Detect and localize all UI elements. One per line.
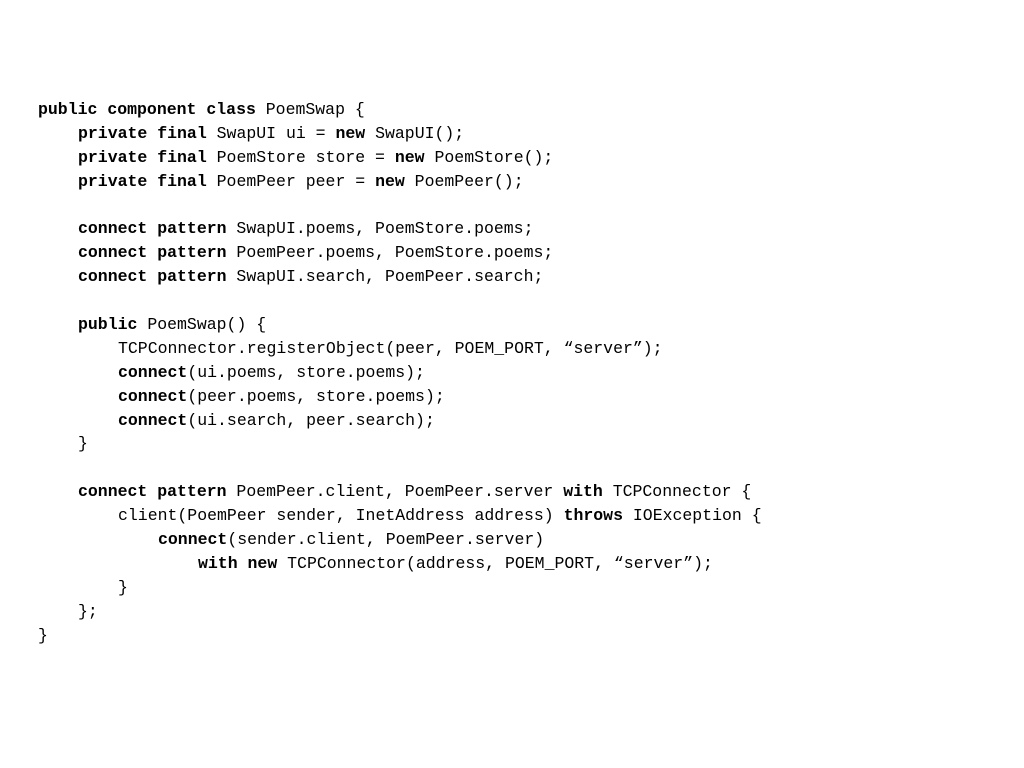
code-text: TCPConnector.registerObject(peer, POEM_P… bbox=[118, 338, 663, 358]
code-text bbox=[147, 172, 157, 191]
code-text bbox=[147, 482, 157, 501]
code-keyword: pattern bbox=[157, 219, 227, 239]
code-line: }; bbox=[38, 600, 762, 624]
code-keyword: connect bbox=[118, 362, 188, 382]
code-keyword: private bbox=[78, 123, 148, 143]
code-text: PoemSwap { bbox=[255, 100, 365, 119]
code-text: (ui.search, peer.search); bbox=[187, 410, 435, 430]
code-keyword: connect bbox=[78, 267, 148, 287]
code-text: PoemPeer.client, PoemPeer.server bbox=[226, 482, 564, 502]
code-keyword: connect bbox=[118, 410, 188, 430]
code-keyword: public bbox=[78, 315, 138, 335]
code-line: with new TCPConnector(address, POEM_PORT… bbox=[38, 552, 762, 576]
code-keyword: pattern bbox=[157, 482, 227, 502]
code-keyword: new bbox=[247, 553, 278, 573]
code-keyword: final bbox=[157, 123, 207, 143]
code-text bbox=[147, 148, 157, 167]
code-keyword: new bbox=[335, 123, 366, 143]
code-text: } bbox=[118, 577, 128, 597]
code-line: TCPConnector.registerObject(peer, POEM_P… bbox=[38, 337, 762, 361]
code-line bbox=[38, 289, 762, 313]
code-keyword: with bbox=[563, 482, 603, 502]
code-keyword: component bbox=[107, 100, 197, 119]
code-keyword: connect bbox=[158, 530, 228, 550]
code-listing: public component class PoemSwap {private… bbox=[38, 98, 762, 647]
code-text: SwapUI ui = bbox=[206, 123, 336, 143]
code-keyword: class bbox=[206, 100, 256, 119]
code-keyword: new bbox=[375, 171, 405, 191]
code-text: PoemStore(); bbox=[424, 147, 554, 167]
code-line: connect(sender.client, PoemPeer.server) bbox=[38, 528, 762, 552]
code-line: connect pattern PoemPeer.client, PoemPee… bbox=[38, 480, 762, 504]
code-text: PoemPeer(); bbox=[404, 171, 524, 191]
code-text: (ui.poems, store.poems); bbox=[187, 362, 425, 382]
code-keyword: throws bbox=[563, 506, 623, 526]
code-text bbox=[147, 124, 157, 143]
code-text: (peer.poems, store.poems); bbox=[187, 386, 445, 406]
code-text: } bbox=[38, 625, 48, 645]
code-line: private final PoemStore store = new Poem… bbox=[38, 146, 762, 170]
code-line: connect(peer.poems, store.poems); bbox=[38, 385, 762, 409]
code-text bbox=[147, 267, 157, 286]
code-line: connect pattern SwapUI.search, PoemPeer.… bbox=[38, 265, 762, 289]
code-keyword: private bbox=[78, 171, 148, 191]
code-text: }; bbox=[78, 601, 98, 621]
code-line: } bbox=[38, 624, 762, 648]
code-text: PoemSwap() { bbox=[137, 315, 267, 335]
code-line: private final SwapUI ui = new SwapUI(); bbox=[38, 122, 762, 146]
code-keyword: with bbox=[198, 553, 238, 573]
code-keyword: connect bbox=[118, 386, 188, 406]
code-text bbox=[147, 243, 157, 262]
code-keyword: final bbox=[157, 171, 207, 191]
code-text: IOException { bbox=[623, 506, 762, 526]
code-keyword: new bbox=[394, 147, 425, 167]
code-keyword: connect bbox=[78, 243, 148, 263]
code-keyword: final bbox=[157, 147, 207, 167]
code-keyword: connect bbox=[78, 219, 148, 239]
code-text bbox=[238, 554, 248, 573]
code-text: (sender.client, PoemPeer.server) bbox=[227, 530, 545, 550]
code-line bbox=[38, 456, 762, 480]
code-line: connect pattern SwapUI.poems, PoemStore.… bbox=[38, 217, 762, 241]
code-text: SwapUI.search, PoemPeer.search; bbox=[226, 267, 544, 287]
code-text: TCPConnector(address, POEM_PORT, “server… bbox=[277, 553, 713, 573]
code-text: SwapUI.poems, PoemStore.poems; bbox=[226, 219, 534, 239]
code-text: PoemStore store = bbox=[206, 147, 395, 167]
code-text: TCPConnector { bbox=[602, 482, 752, 502]
code-keyword: private bbox=[78, 147, 148, 167]
code-text bbox=[97, 100, 107, 119]
code-line bbox=[38, 194, 762, 218]
code-line: } bbox=[38, 576, 762, 600]
code-line: public PoemSwap() { bbox=[38, 313, 762, 337]
code-keyword: pattern bbox=[157, 267, 227, 287]
code-text: } bbox=[78, 434, 88, 454]
code-line: } bbox=[38, 432, 762, 456]
code-line: connect(ui.search, peer.search); bbox=[38, 409, 762, 433]
code-text bbox=[147, 219, 157, 238]
code-text: PoemPeer.poems, PoemStore.poems; bbox=[226, 243, 554, 263]
code-keyword: public bbox=[38, 100, 98, 119]
code-line: public component class PoemSwap { bbox=[38, 98, 762, 122]
code-line: connect(ui.poems, store.poems); bbox=[38, 361, 762, 385]
code-keyword: pattern bbox=[157, 243, 227, 263]
code-text: PoemPeer peer = bbox=[206, 171, 376, 191]
code-line: connect pattern PoemPeer.poems, PoemStor… bbox=[38, 241, 762, 265]
code-line: client(PoemPeer sender, InetAddress addr… bbox=[38, 504, 762, 528]
code-keyword: connect bbox=[78, 482, 148, 502]
code-line: private final PoemPeer peer = new PoemPe… bbox=[38, 170, 762, 194]
code-text: SwapUI(); bbox=[365, 123, 465, 143]
code-text bbox=[196, 100, 206, 119]
code-text: client(PoemPeer sender, InetAddress addr… bbox=[118, 506, 564, 526]
